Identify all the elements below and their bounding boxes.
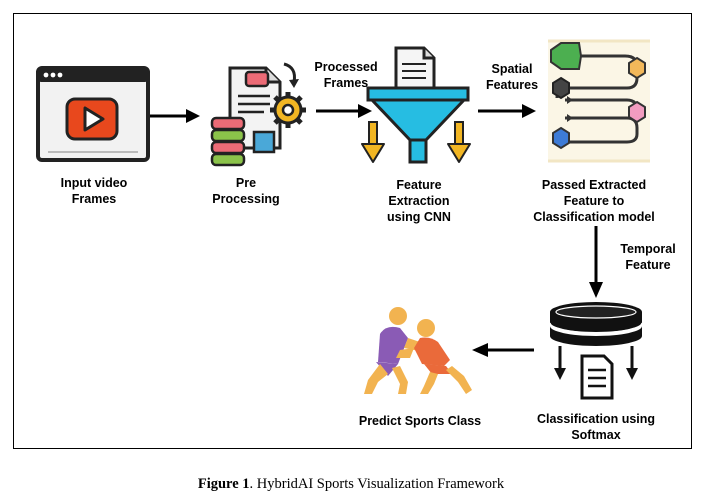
caption-prefix: Figure 1 (197, 476, 250, 492)
node-label-preprocessing: Pre Processing (212, 176, 280, 206)
diagram-frame (13, 13, 692, 449)
node-label-predict-sports-class: Predict Sports Class (358, 414, 482, 428)
node-label-feature-extraction: Feature Extraction using CNN (387, 178, 451, 224)
arrow-classifier-to-softmax (589, 226, 603, 298)
document-gear-icon (210, 62, 306, 167)
edge-label-processed-frames: Processed Frames (314, 60, 378, 90)
arrow-input-to-preprocess (150, 109, 200, 123)
funnel-icon (361, 46, 471, 164)
edge-label-spatial-features: Spatial Features (485, 62, 539, 92)
database-document-icon (549, 302, 643, 400)
node-label-classification-model: Passed Extracted Feature to Classificati… (533, 178, 655, 224)
arrow-softmax-to-predict (472, 343, 534, 357)
hexagon-flow-icon (548, 39, 650, 163)
arrow-cnn-to-classifier (478, 104, 536, 118)
node-label-softmax: Classification using Softmax (536, 412, 656, 442)
caption-text: . HybridAI Sports Visualization Framewor… (249, 476, 505, 492)
figure-caption: Figure 1. HybridAI Sports Visualization … (0, 476, 702, 493)
edge-label-temporal-feature: Temporal Feature (620, 242, 676, 272)
arrow-preprocess-to-cnn (316, 104, 372, 118)
wrestlers-icon (364, 307, 472, 394)
node-label-input-video: Input video Frames (60, 176, 128, 206)
video-player-icon (36, 66, 150, 162)
